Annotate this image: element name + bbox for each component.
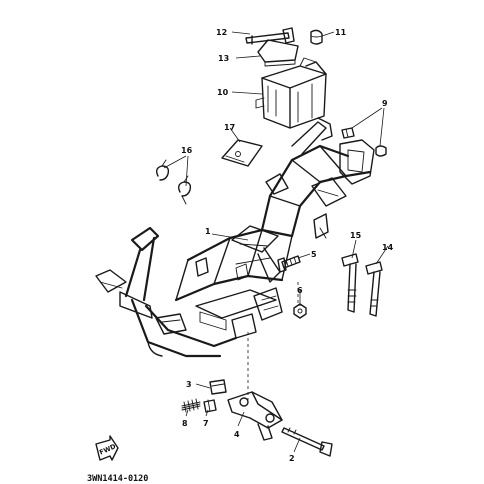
part-strap[interactable] xyxy=(245,27,295,45)
part-cap-nut[interactable] xyxy=(209,379,227,395)
callout-14: 14 xyxy=(382,243,394,252)
callout-13: 13 xyxy=(218,54,229,63)
callout-1: 1 xyxy=(205,227,211,236)
part-bolt[interactable] xyxy=(277,255,301,273)
callout-5: 5 xyxy=(311,250,317,259)
callout-15: 15 xyxy=(350,231,362,240)
part-cover-pad[interactable] xyxy=(257,39,299,67)
part-bushings[interactable] xyxy=(341,127,387,157)
fwd-arrow-icon: FWD xyxy=(95,435,119,461)
callout-7: 7 xyxy=(203,419,209,428)
callout-9: 9 xyxy=(382,99,388,108)
callout-labels: 12 11 13 10 9 17 16 1 5 6 15 14 3 4 7 8 … xyxy=(181,28,394,463)
diagram-code: 3WN1414-0120 xyxy=(87,474,148,484)
callout-17: 17 xyxy=(224,123,235,132)
callout-11: 11 xyxy=(335,28,347,37)
part-engine-bracket[interactable] xyxy=(227,391,283,441)
part-clips[interactable] xyxy=(155,159,192,205)
callout-8: 8 xyxy=(182,419,188,428)
callout-3: 3 xyxy=(186,380,192,389)
part-main-frame[interactable] xyxy=(95,117,375,358)
callout-16: 16 xyxy=(181,146,193,155)
part-long-bolt[interactable] xyxy=(341,253,359,313)
part-cap[interactable] xyxy=(310,29,323,45)
callout-10: 10 xyxy=(217,88,229,97)
callout-12: 12 xyxy=(216,28,227,37)
callout-2: 2 xyxy=(289,454,295,463)
part-battery-box[interactable] xyxy=(255,57,327,129)
part-pad[interactable] xyxy=(221,139,263,167)
part-bolt-14[interactable] xyxy=(365,261,383,317)
leader-lines xyxy=(163,31,389,453)
part-bushing[interactable] xyxy=(203,399,217,413)
part-pivot-shaft[interactable] xyxy=(281,427,333,457)
part-nut[interactable] xyxy=(293,303,307,319)
callout-4: 4 xyxy=(234,430,240,439)
part-spring[interactable] xyxy=(181,398,201,413)
callout-6: 6 xyxy=(297,286,303,295)
